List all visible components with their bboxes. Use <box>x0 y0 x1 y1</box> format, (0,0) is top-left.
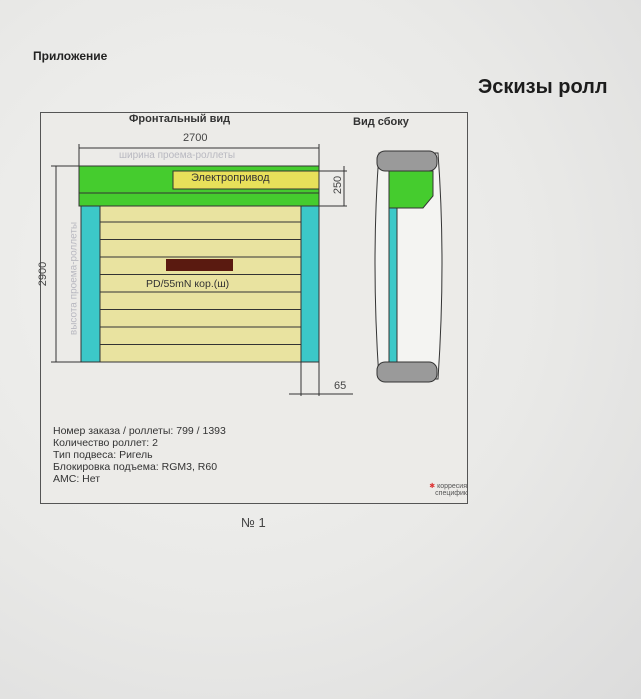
side-box <box>388 170 434 209</box>
app-title: Приложение <box>33 49 108 63</box>
height-label: высота проема-роллеты <box>68 221 80 336</box>
box-height-value: 250 <box>332 175 345 195</box>
info-ams: АМС: Нет <box>53 473 101 485</box>
height-value: 2900 <box>37 261 50 287</box>
page-number: № 1 <box>241 515 266 530</box>
profile-label: PD/55mN кор.(ш) <box>146 278 230 290</box>
sketch-drawing <box>51 144 443 396</box>
drive-block <box>172 170 320 190</box>
sketch-sheet: Фронтальный вид Вид сбоку 2700 ширина пр… <box>37 112 468 504</box>
left-guide <box>80 205 101 363</box>
front-view-title: Фронтальный вид <box>129 113 231 125</box>
width-value: 2700 <box>183 132 208 144</box>
bottom-cap-hatched <box>376 361 438 383</box>
drive-label: Электропривод <box>191 172 270 184</box>
right-guide <box>300 205 320 363</box>
info-quantity: Количество роллет: 2 <box>53 437 158 449</box>
guide-width-value: 65 <box>334 380 347 392</box>
curtain-slats <box>99 205 302 363</box>
info-suspension: Тип подвеса: Ригель <box>53 449 153 461</box>
width-label: ширина проема-роллеты <box>119 150 236 161</box>
handle-bar <box>166 259 233 271</box>
top-cap-hatched <box>376 150 438 172</box>
info-lock: Блокировка подъема: RGM3, R60 <box>53 461 218 473</box>
side-guide <box>388 207 398 363</box>
info-order: Номер заказа / роллеты: 799 / 1393 <box>53 425 226 437</box>
side-view-title: Вид сбоку <box>353 116 409 128</box>
section-title: Эскизы ролл <box>478 76 608 98</box>
